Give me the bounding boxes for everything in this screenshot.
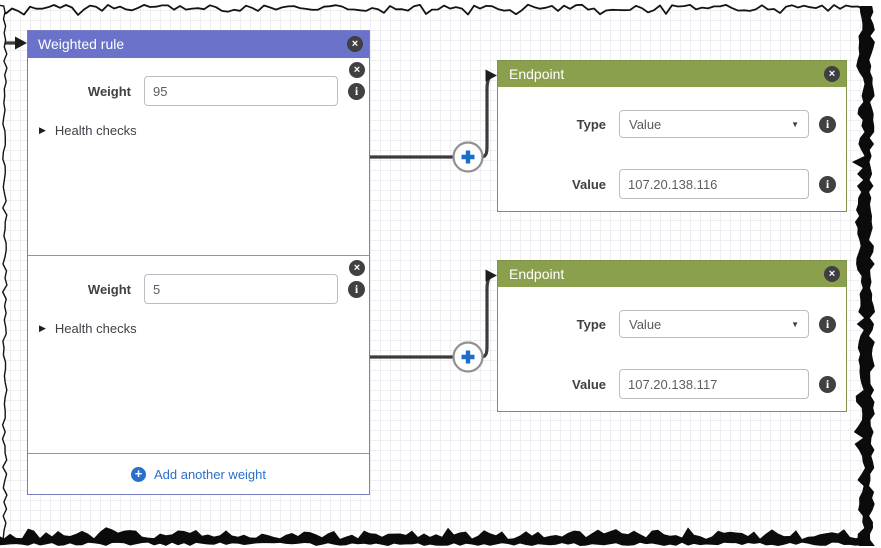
endpoint-title: Endpoint — [509, 66, 565, 82]
endpoint-header: Endpoint × — [498, 61, 846, 87]
value-label: Value — [572, 176, 606, 192]
arrowhead-icon — [485, 69, 497, 82]
value-row: Value i — [498, 369, 846, 399]
expand-triangle-icon: ▶ — [39, 125, 46, 135]
weight-close-icon[interactable]: × — [349, 260, 365, 276]
weight-close-icon[interactable]: × — [349, 62, 365, 78]
endpoint-title: Endpoint — [509, 266, 565, 282]
arrowhead-icon — [485, 269, 497, 282]
health-checks-label: Health checks — [54, 321, 137, 336]
value-input[interactable] — [619, 169, 809, 199]
weighted-rule-header: Weighted rule × — [28, 31, 369, 58]
type-row: Type Value ▼ i — [498, 310, 846, 338]
value-label: Value — [572, 376, 606, 392]
info-icon[interactable]: i — [819, 375, 836, 393]
close-icon[interactable]: × — [347, 36, 363, 52]
add-another-weight-button[interactable]: + Add another weight — [28, 454, 369, 494]
weight-section: × Weight i ▶ Health checks — [28, 256, 369, 454]
endpoint-panel: Endpoint × Type Value ▼ i Value i — [497, 60, 847, 212]
value-input[interactable] — [619, 369, 809, 399]
health-checks-label: Health checks — [54, 123, 137, 138]
weight-label: Weight — [87, 83, 131, 99]
type-select[interactable]: Value ▼ — [619, 310, 809, 338]
health-checks-expander[interactable]: ▶ Health checks — [28, 123, 369, 138]
connector-line — [479, 274, 493, 359]
connector-plus-button[interactable] — [452, 341, 484, 373]
connector-plus-button[interactable] — [452, 141, 484, 173]
caret-down-icon: ▼ — [791, 319, 799, 329]
weight-section: × Weight i ▶ Health checks — [28, 58, 369, 256]
endpoint-panel: Endpoint × Type Value ▼ i Value i — [497, 260, 847, 412]
connector-line — [479, 74, 493, 159]
type-select-value: Value — [629, 116, 662, 132]
endpoint-header: Endpoint × — [498, 261, 846, 287]
add-another-weight-label: Add another weight — [153, 466, 267, 482]
type-label: Type — [576, 316, 606, 332]
weighted-rule-panel: Weighted rule × × Weight i ▶ Health chec… — [27, 30, 370, 495]
info-icon[interactable]: i — [348, 280, 365, 298]
endpoint-body: Type Value ▼ i Value i — [498, 87, 846, 211]
type-row: Type Value ▼ i — [498, 110, 846, 138]
weight-row: Weight i — [28, 274, 369, 304]
type-select[interactable]: Value ▼ — [619, 110, 809, 138]
plus-icon — [461, 350, 475, 364]
value-row: Value i — [498, 169, 846, 199]
info-icon[interactable]: i — [819, 315, 836, 333]
close-icon[interactable]: × — [824, 66, 840, 82]
health-checks-expander[interactable]: ▶ Health checks — [28, 321, 369, 336]
weight-label: Weight — [87, 281, 131, 297]
plus-circle-icon: + — [130, 466, 146, 482]
weight-row: Weight i — [28, 76, 369, 106]
info-icon[interactable]: i — [819, 175, 836, 193]
weight-input[interactable] — [144, 76, 338, 106]
weighted-rule-title: Weighted rule — [38, 36, 125, 52]
plus-icon — [461, 150, 475, 164]
expand-triangle-icon: ▶ — [39, 323, 46, 333]
weight-input[interactable] — [144, 274, 338, 304]
info-icon[interactable]: i — [819, 115, 836, 133]
endpoint-body: Type Value ▼ i Value i — [498, 287, 846, 411]
close-icon[interactable]: × — [824, 266, 840, 282]
type-label: Type — [576, 116, 606, 132]
caret-down-icon: ▼ — [791, 119, 799, 129]
type-select-value: Value — [629, 316, 662, 332]
arrowhead-icon — [15, 36, 27, 50]
info-icon[interactable]: i — [348, 82, 365, 100]
